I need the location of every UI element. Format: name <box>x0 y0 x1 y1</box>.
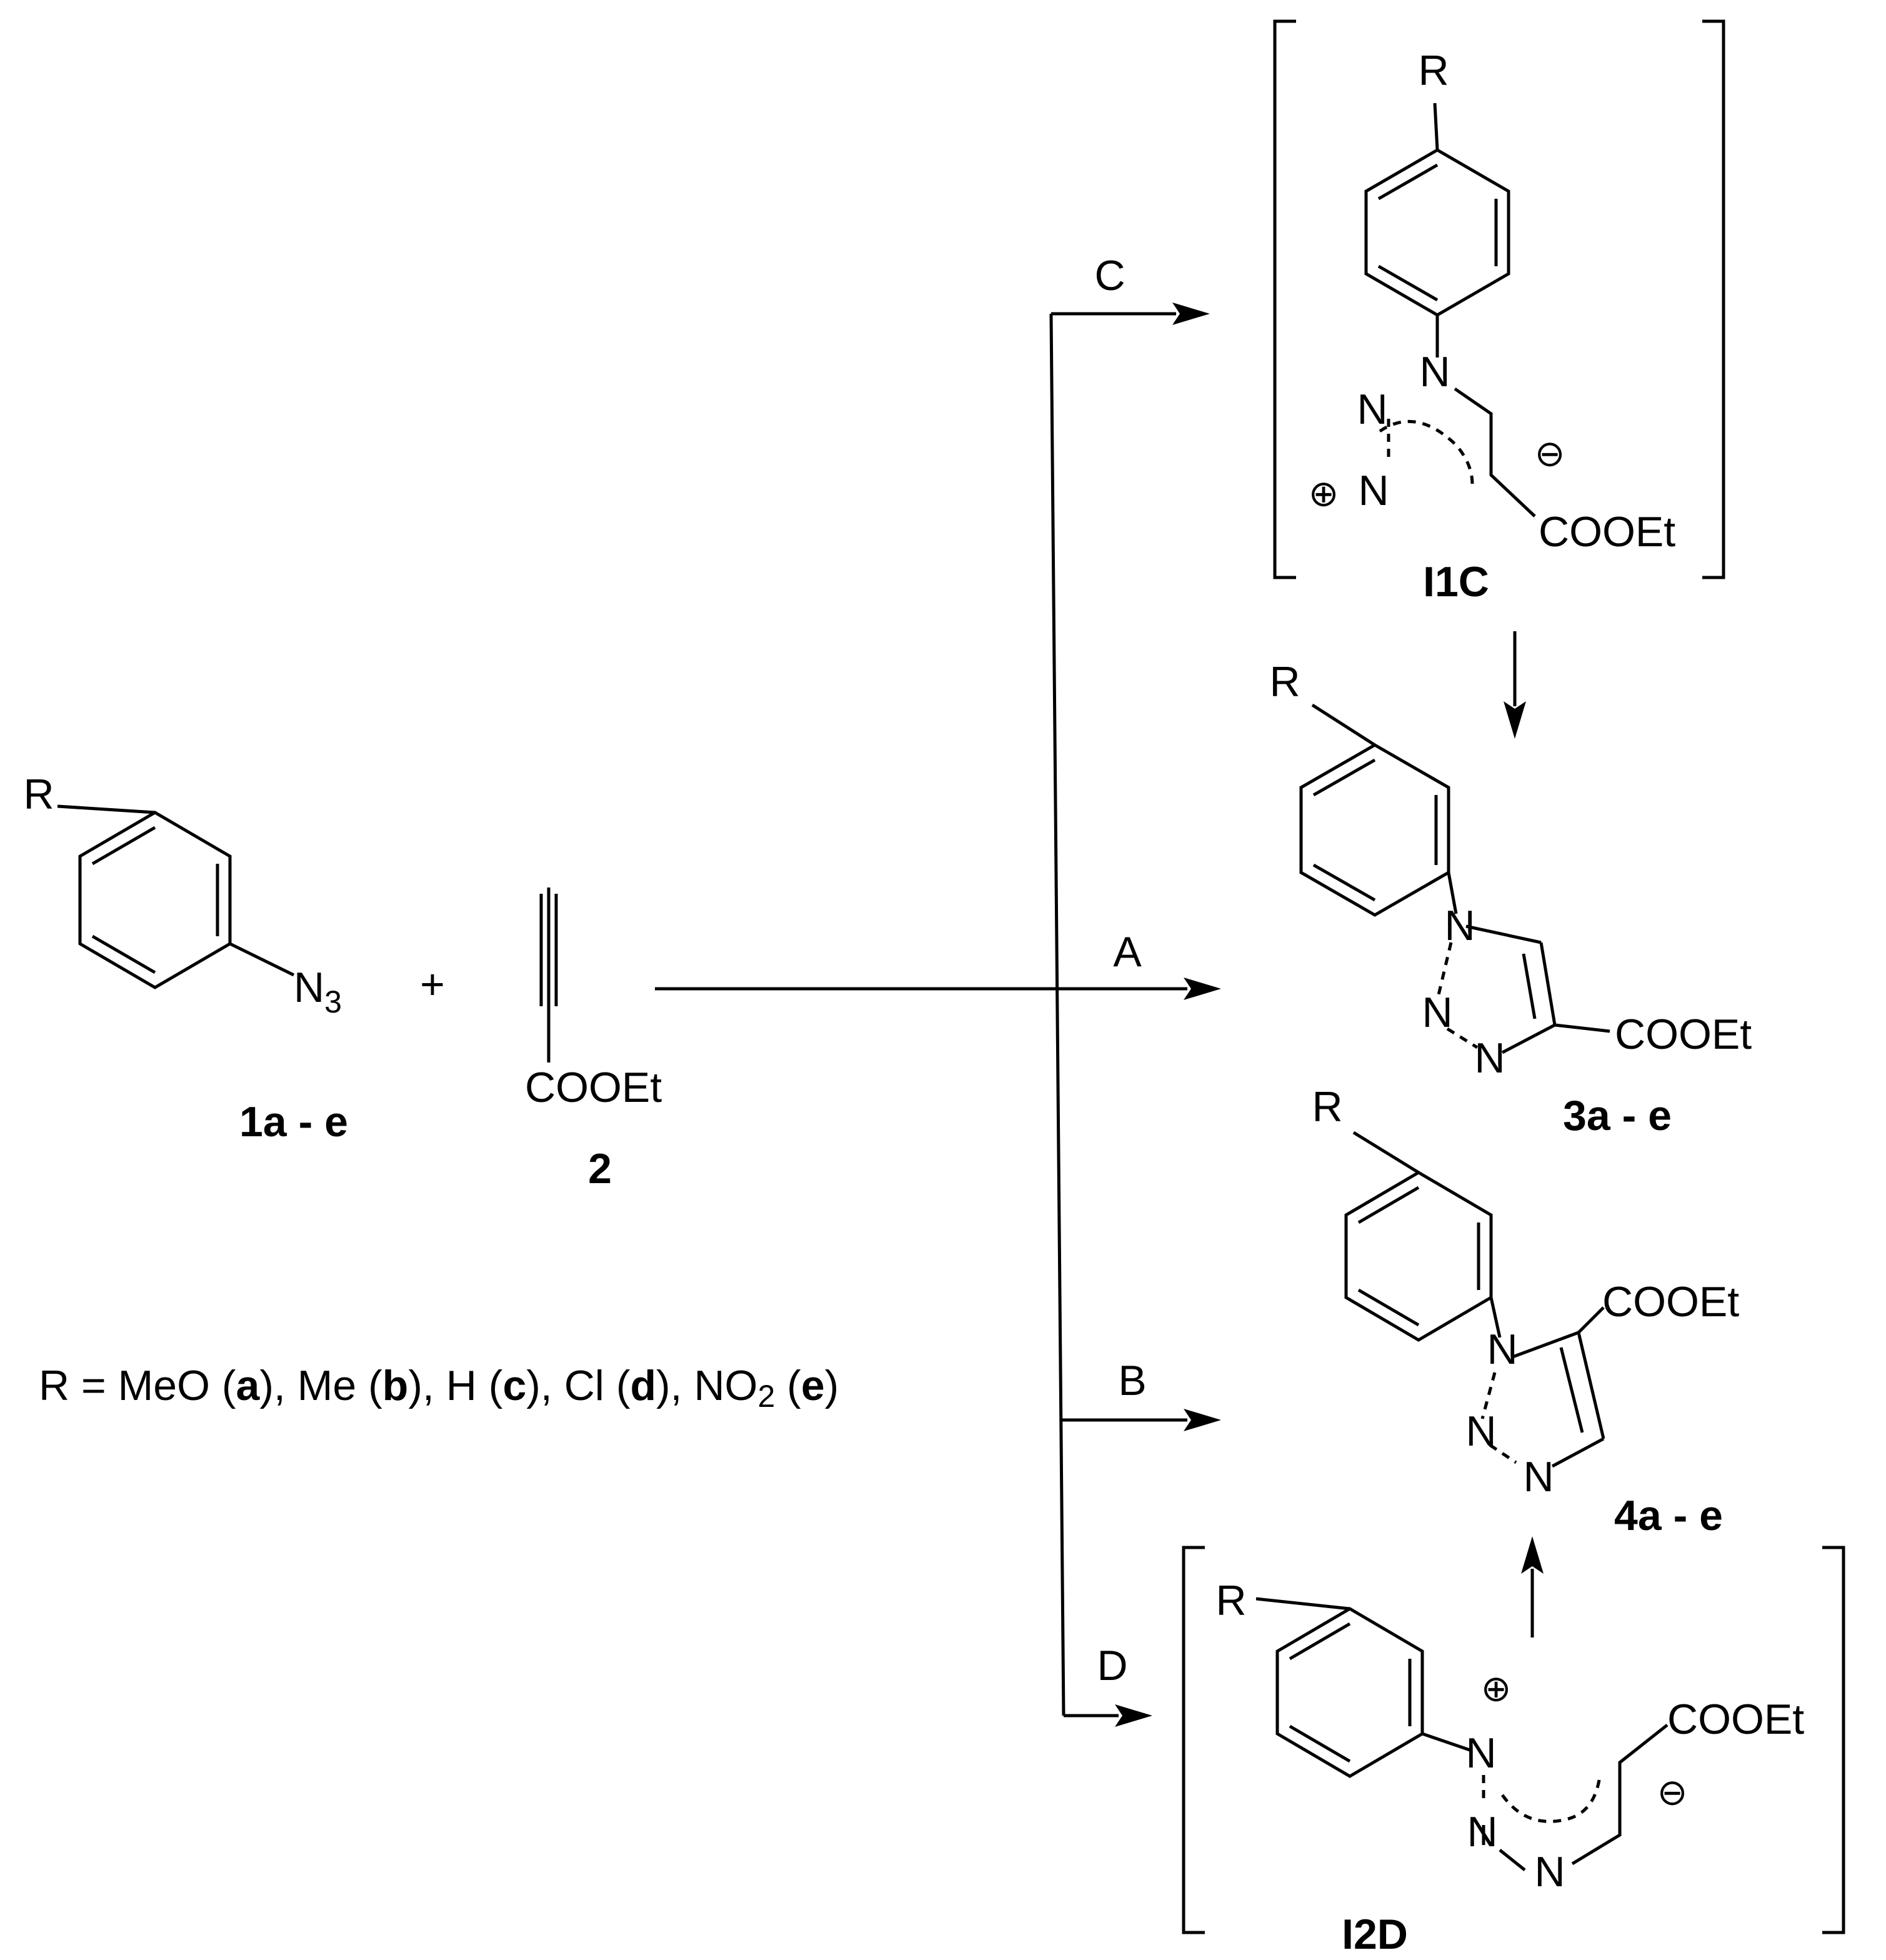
i1c-n3-label: N <box>1358 467 1389 514</box>
i1c-positive-charge: ⊕ <box>1309 473 1339 514</box>
triazole-3-n3-label: N <box>1474 1034 1505 1082</box>
route-c-arrowhead <box>1172 302 1210 325</box>
intermediate-i1c-structure: R N N N ⊕ ⊖ COOEt <box>1273 19 1725 579</box>
compound-2-label: 2 <box>588 1145 612 1192</box>
compound-i2d-label: I2D <box>1342 1911 1408 1958</box>
substituent-b-letter: b <box>382 1362 409 1409</box>
substituent-e-letter: e <box>801 1362 825 1409</box>
i1c-left-bracket <box>1273 19 1296 579</box>
substituent-c-group: H <box>446 1362 477 1409</box>
i2d-ester-label: COOEt <box>1667 1696 1804 1743</box>
substituent-b-group: Me <box>297 1362 356 1409</box>
route-a-arrowhead <box>1184 978 1221 1000</box>
route-d-arrowhead <box>1115 1704 1152 1727</box>
triazole-3-n2-label: N <box>1422 989 1452 1036</box>
alkyne-structure: COOEt <box>525 888 662 1111</box>
i1c-n2-label: N <box>1357 386 1387 433</box>
route-b-arrowhead <box>1184 1409 1221 1431</box>
triazole-4-ester-label: COOEt <box>1602 1278 1739 1326</box>
i2d-negative-charge: ⊖ <box>1657 1772 1688 1812</box>
compound-4a-e-label: 4a - e <box>1614 1492 1723 1539</box>
triazole-3-ester-label: COOEt <box>1615 1011 1752 1058</box>
compound-3a-e-label: 3a - e <box>1563 1092 1672 1139</box>
route-b-label: B <box>1118 1357 1146 1404</box>
substituent-e-subscript: 2 <box>757 1379 775 1414</box>
plus-sign: + <box>420 961 445 1008</box>
substituent-d-group: Cl <box>564 1362 604 1409</box>
i2d-n3-label: N <box>1534 1848 1565 1896</box>
triazole-4-structure: R N N N COOEt <box>1312 1083 1739 1501</box>
triazole-3-structure: R N N N COOEt <box>1269 658 1752 1082</box>
route-d-label: D <box>1097 1642 1127 1689</box>
alkyne-ester-label: COOEt <box>525 1064 662 1111</box>
triazole-4-n3-label: N <box>1523 1453 1554 1501</box>
azide-n-subscript: 3 <box>324 984 342 1019</box>
substituent-a-group: MeO <box>118 1362 210 1409</box>
i1c-n1-label: N <box>1419 348 1450 396</box>
triazole-4-r-label: R <box>1312 1083 1342 1131</box>
reaction-arrows <box>655 302 1544 1727</box>
i2d-positive-charge: ⊕ <box>1481 1668 1512 1709</box>
substituent-e-group: NO <box>694 1362 757 1409</box>
triazole-4-n2-label: N <box>1465 1408 1496 1455</box>
substituent-prefix: R = <box>39 1362 118 1409</box>
i2d-left-bracket <box>1182 1546 1205 1934</box>
intermediate-i2d-structure: R ⊕ N N N ⊖ COOEt <box>1182 1546 1845 1934</box>
compound-1a-e-label: 1a - e <box>239 1098 348 1146</box>
substituent-legend: R = MeO (a), Me (b), H (c), Cl (d), NO2 … <box>39 1362 839 1414</box>
triazole-3-r-label: R <box>1269 658 1300 706</box>
compound-i1c-label: I1C <box>1423 558 1489 606</box>
i2d-n2-label: N <box>1467 1808 1497 1856</box>
substituent-a-letter: a <box>236 1362 261 1409</box>
triazole-4-n1-label: N <box>1487 1326 1517 1373</box>
i2d-right-bracket <box>1822 1546 1845 1934</box>
aryl-azide-structure: R N3 <box>23 771 341 1019</box>
up-arrowhead <box>1521 1536 1544 1574</box>
i1c-negative-charge: ⊖ <box>1535 433 1565 474</box>
azide-n-symbol: N <box>294 964 324 1011</box>
down-arrowhead <box>1504 701 1526 739</box>
i1c-ester-label: COOEt <box>1539 508 1675 556</box>
i1c-r-label: R <box>1418 47 1449 94</box>
i1c-right-bracket <box>1702 19 1725 579</box>
i2d-n1-label: N <box>1465 1729 1496 1777</box>
triazole-3-n1-label: N <box>1444 902 1475 949</box>
azide-n-label: N3 <box>294 964 342 1019</box>
substituent-c-letter: c <box>502 1362 526 1409</box>
i2d-r-label: R <box>1215 1577 1246 1624</box>
substituent-d-letter: d <box>630 1362 656 1409</box>
route-c-label: C <box>1094 252 1125 299</box>
route-a-label: A <box>1113 928 1142 976</box>
azide-r-label: R <box>23 771 54 818</box>
